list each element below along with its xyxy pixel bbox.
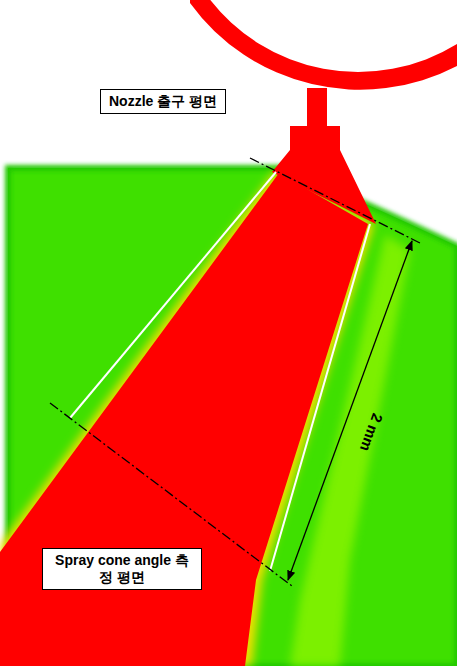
callout-box: Spray cone angle 측정 평면 [42, 548, 202, 590]
measure-plane-line [50, 403, 292, 586]
callout-box: Nozzle 출구 평면 [100, 89, 226, 114]
injector-ring [190, 0, 457, 90]
spray-glow [0, 171, 374, 666]
dimension-line [288, 241, 412, 580]
outlet-plane-line [250, 158, 422, 244]
callout-text: Nozzle 출구 평면 [109, 93, 217, 110]
nozzle-body [272, 88, 376, 224]
dimension-label: 2 mm [357, 411, 386, 454]
callout-text: Spray cone angle 측정 평면 [51, 552, 193, 586]
cone-edge-line [70, 172, 276, 418]
